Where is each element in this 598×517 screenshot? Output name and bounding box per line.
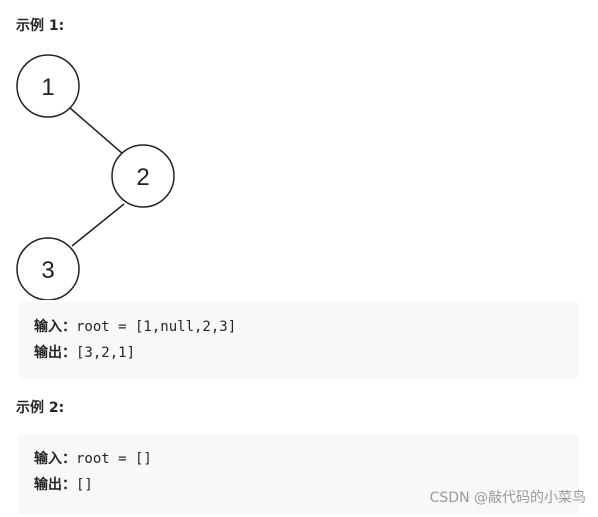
example-2-heading: 示例 2: — [16, 400, 65, 416]
example-1-output-line: 输出：[3,2,1] — [34, 340, 563, 366]
tree-edge-2-3 — [71, 203, 125, 247]
output-value: [] — [76, 477, 93, 493]
output-label: 输出： — [34, 477, 76, 493]
tree-node-1: 1 — [16, 54, 80, 118]
tree-node-2: 2 — [111, 144, 175, 208]
input-value: root = [] — [76, 451, 152, 467]
output-label: 输出： — [34, 345, 76, 361]
output-value: [3,2,1] — [76, 345, 136, 361]
watermark: CSDN @敲代码的小菜鸟 — [429, 490, 586, 506]
example-2-code-block: 输入：root = [] 输出：[] — [18, 434, 579, 514]
input-label: 输入： — [34, 319, 76, 335]
binary-tree-diagram: 1 2 3 — [16, 54, 175, 300]
example-1-heading: 示例 1: — [16, 18, 65, 34]
input-value: root = [1,null,2,3] — [76, 319, 237, 335]
example-1-code-block: 输入：root = [1,null,2,3] 输出：[3,2,1] — [18, 302, 579, 379]
tree-node-3: 3 — [16, 237, 80, 300]
example-2-input-line: 输入：root = [] — [34, 446, 563, 472]
example-2-output-line: 输出：[] — [34, 472, 563, 498]
input-label: 输入： — [34, 451, 76, 467]
tree-edge-1-2 — [69, 107, 124, 155]
example-1-input-line: 输入：root = [1,null,2,3] — [34, 314, 563, 340]
tree-node-3-label: 3 — [41, 257, 54, 284]
tree-node-1-label: 1 — [41, 74, 54, 101]
tree-node-2-label: 2 — [136, 164, 149, 191]
